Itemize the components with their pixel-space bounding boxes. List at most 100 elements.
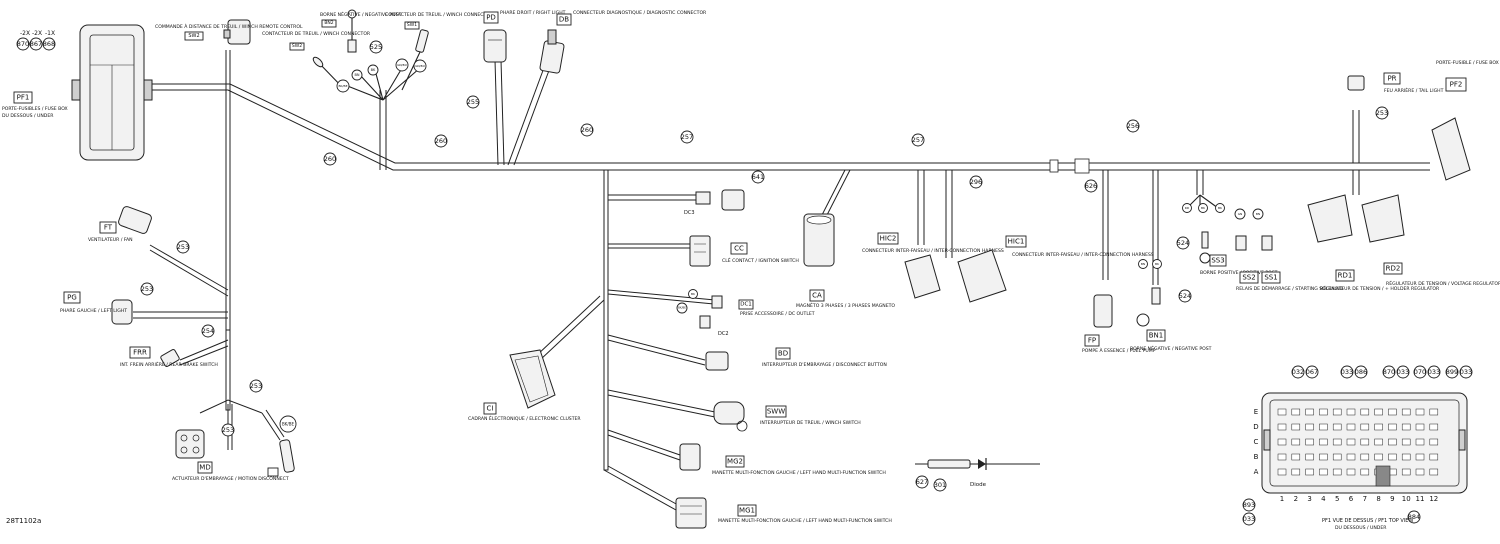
fuse-slot [1429, 468, 1439, 476]
db-code: DB [559, 16, 569, 24]
callout-033-a: 033 [1340, 365, 1354, 379]
pg-code: PG [67, 294, 77, 302]
svg-text:BK: BK [371, 68, 376, 72]
svg-text:067: 067 [1306, 368, 1318, 376]
connector-sw2-remote: COMMANDE À DISTANCE DE TREUIL / WINCH RE… [155, 19, 303, 45]
connector-ft: FT VENTILATEUR / FAN [88, 206, 152, 243]
svg-text:868: 868 [43, 40, 55, 48]
grid-col-label: 10 [1402, 495, 1411, 503]
fuse-slot [1360, 438, 1370, 446]
md-code: MD [199, 464, 210, 472]
svg-text:626: 626 [1085, 182, 1097, 190]
connector-ss2: SS2 [1235, 235, 1259, 284]
fuse-slot [1374, 408, 1383, 416]
svg-text:070: 070 [1414, 368, 1426, 376]
grid-col-label: 6 [1349, 495, 1354, 503]
callout-893: 893 [1242, 498, 1256, 512]
connector-rd2: RD2 RÉGULATEUR DE TENSION / VOLTAGE REGU… [1361, 194, 1500, 287]
pf1-label: PORTE-FUSIBLES / FUSE BOX [2, 106, 68, 112]
fuse-box-pf1: -2X -2X -1X 870 867 868 PF1 PORTE-FUSIBL… [2, 24, 153, 161]
svg-text:870: 870 [17, 40, 29, 48]
wire-tag-rd: RD [1182, 203, 1192, 213]
wire-tag-bn-1: BN [351, 69, 363, 81]
fuse-slot [1305, 408, 1314, 416]
callout-641: 641 [751, 170, 765, 184]
grid-row-label: D [1253, 423, 1258, 431]
svg-text:257: 257 [681, 133, 693, 141]
svg-text:524: 524 [1177, 239, 1189, 247]
sw2-winch-code: SW2 [292, 43, 302, 49]
callout-033-e: 033 [1242, 512, 1256, 526]
wire-tag-bk-4: BK [1215, 203, 1225, 213]
grid-row-label: A [1254, 468, 1259, 476]
svg-text:GN: GN [1238, 212, 1243, 216]
wire-tag-bn-2: BN [1252, 208, 1264, 220]
svg-text:BN: BN [354, 73, 359, 77]
svg-text:BK/BE: BK/BE [339, 84, 348, 88]
hic1-code: HIC1 [1008, 238, 1025, 246]
frr-code: FRR [133, 349, 147, 357]
hic2-label: CONNECTEUR INTER-FAISEAU / INTER-CONNECT… [862, 248, 1004, 254]
grid-col-label: 5 [1335, 495, 1339, 503]
sw1-code: SW1 [407, 22, 417, 28]
harness-callouts: 260 260 260 257 257 256 255 253 253 253 … [140, 95, 1389, 437]
sw2-remote-code: SW2 [188, 33, 199, 39]
fuse-slot [1401, 423, 1411, 431]
wire-tag-bkbe-2: BK/BE [282, 422, 294, 427]
connector-pr: PR FEU ARRIÈRE / TAIL LIGHT [1347, 72, 1444, 94]
callout-070: 070 [1413, 365, 1427, 379]
fp-code: FP [1088, 337, 1096, 345]
fuse-slot [1319, 423, 1328, 431]
wire-tag-bn-3: BN [1138, 259, 1148, 269]
rd2-label: RÉGULATEUR DE TENSION / VOLTAGE REGULATO… [1386, 279, 1500, 287]
fuse-code-2: -1X [45, 30, 55, 37]
callout-884: 884 [1407, 510, 1421, 524]
bn1-code: BN1 [1149, 332, 1164, 340]
pd-code: PD [486, 14, 496, 22]
svg-text:260: 260 [324, 155, 336, 163]
fuse-slot [1346, 438, 1356, 446]
svg-text:260: 260 [581, 126, 593, 134]
figure-id: 28T1102a [6, 517, 41, 525]
fuse-slot [1388, 408, 1397, 416]
fuse-slot [1374, 453, 1383, 461]
connector-mg1: MG1 MANETTE MULTI-FONCTION GAUCHE / LEFT… [675, 497, 892, 529]
rd2-code: RD2 [1386, 265, 1401, 273]
fuse-slot [1305, 423, 1314, 431]
connector-md: MD ACTUATEUR D'EMBRAYAGE / MOTION DISCON… [172, 429, 289, 482]
svg-text:641: 641 [752, 173, 764, 181]
callout-253-md: 253 [249, 379, 263, 393]
svg-text:296: 296 [970, 178, 982, 186]
svg-text:253: 253 [141, 285, 153, 293]
fuse-slot [1346, 468, 1356, 476]
callout-257-b: 257 [911, 133, 925, 147]
svg-text:893: 893 [1243, 501, 1255, 509]
wire-tag-bkbe-1: BK/BE [336, 79, 350, 93]
fuse-slot [1429, 453, 1439, 461]
svg-text:301: 301 [934, 481, 946, 489]
fuse-slot [1429, 438, 1439, 446]
fuse-slot [1429, 423, 1439, 431]
diode-label: Diode [970, 482, 987, 488]
rd1-label: RÉGULATEUR DE TENSION / + HOLDER REGULAT… [1320, 284, 1440, 292]
pf1-code: PF1 [17, 94, 30, 102]
fuse-slot [1319, 438, 1328, 446]
svg-text:BK: BK [1155, 262, 1160, 266]
svg-text:033: 033 [1341, 368, 1353, 376]
fuse-slot [1360, 453, 1370, 461]
wire-bkbe-lower: BK/BE [267, 415, 297, 477]
svg-text:260: 260 [435, 137, 447, 145]
dc1-code: DC1 [740, 302, 752, 308]
pf1-sub: DU DESSOUS / UNDER [2, 113, 54, 119]
fuse-slot [1291, 468, 1301, 476]
grid-col-label: 7 [1363, 495, 1367, 503]
db-label: CONNECTEUR DIAGNOSTIQUE / DIAGNOSTIC CON… [573, 10, 707, 16]
pf2-code: PF2 [1450, 81, 1463, 89]
svg-text:033: 033 [1243, 515, 1255, 523]
callout-067: 067 [1305, 365, 1319, 379]
fuse-grid-cells [1277, 408, 1439, 476]
bn1-label: BORNE NÉGATIVE / NEGATIVE POST [1130, 344, 1212, 352]
connector-hic1: HIC1 CONNECTEUR INTER-FAISEAU / INTER-CO… [957, 235, 1154, 303]
